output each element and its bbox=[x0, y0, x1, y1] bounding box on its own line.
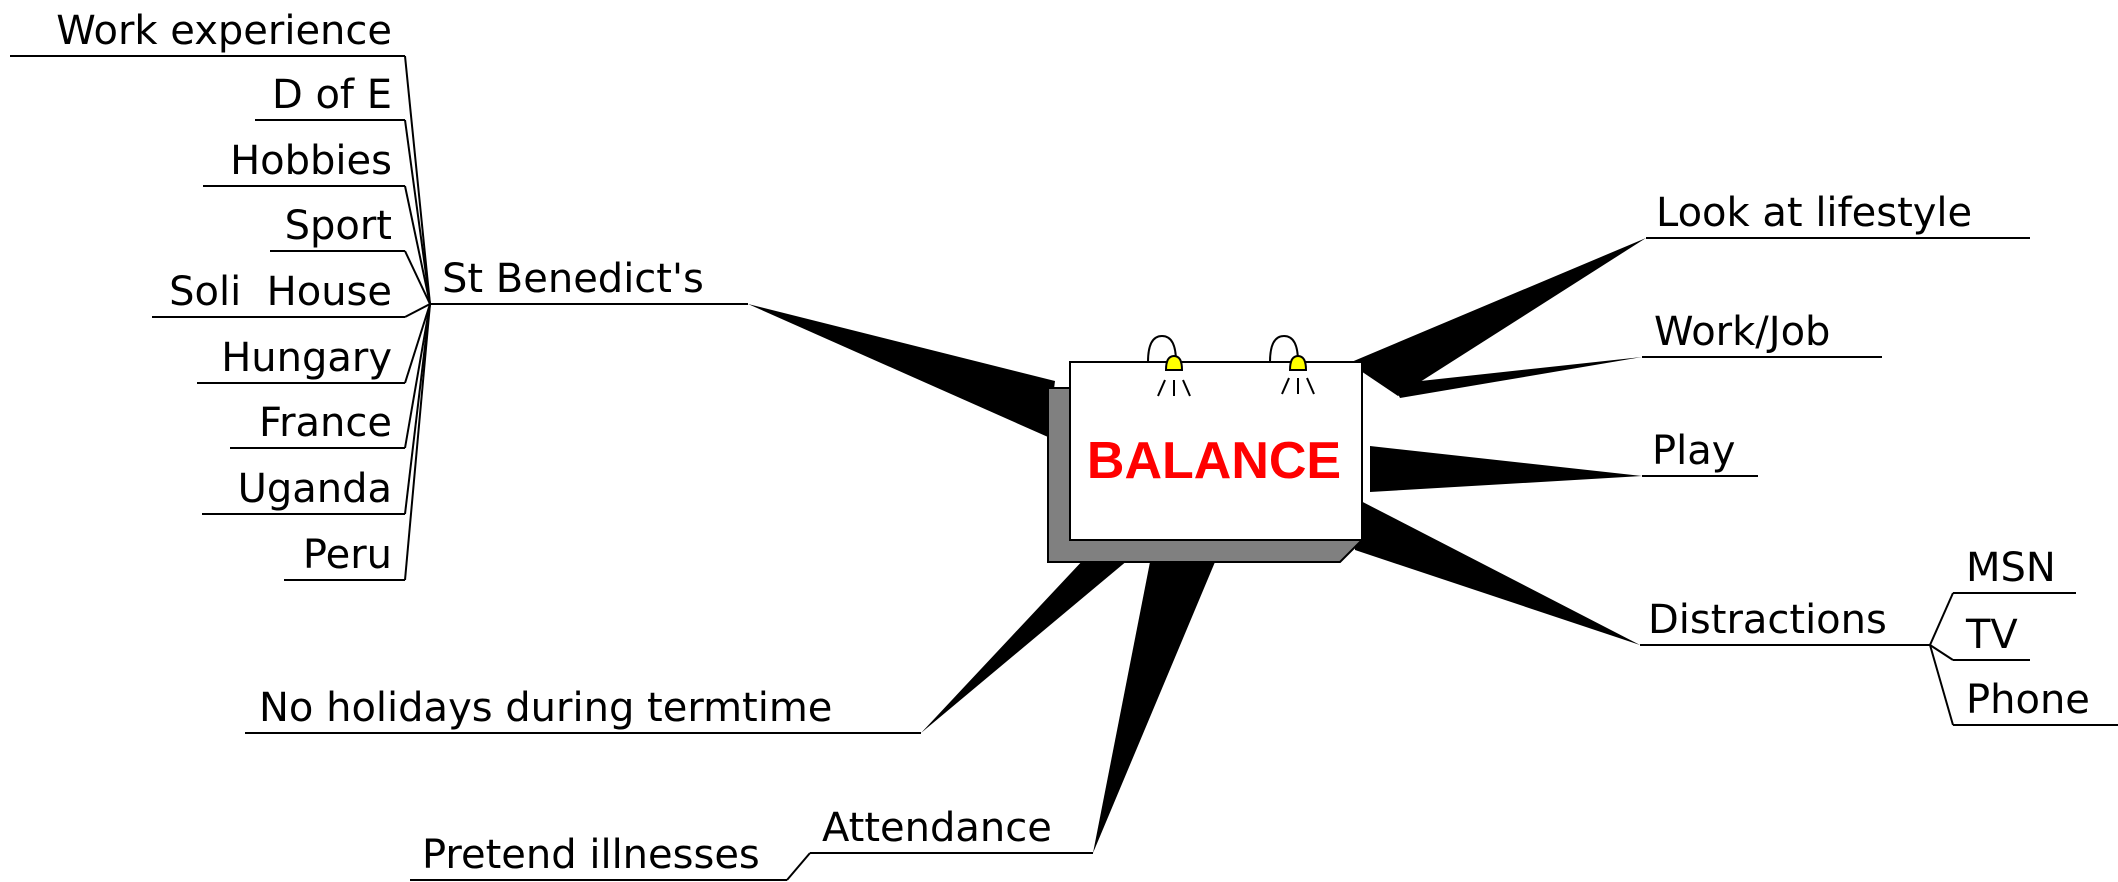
child-phone: Phone bbox=[1966, 677, 2090, 723]
branch-attendance: Attendance bbox=[822, 805, 1052, 851]
child-france: France bbox=[259, 400, 392, 446]
branch-play: Play bbox=[1652, 428, 1735, 474]
branch-st-benedicts: St Benedict's bbox=[442, 256, 704, 302]
lamp-icon bbox=[1147, 334, 1191, 397]
child-hungary: Hungary bbox=[221, 335, 392, 381]
child-msn: MSN bbox=[1966, 545, 2056, 591]
child-peru: Peru bbox=[303, 532, 392, 578]
child-d-of-e: D of E bbox=[272, 72, 392, 118]
child-hobbies: Hobbies bbox=[230, 138, 392, 184]
center-node: BALANCE bbox=[1047, 334, 1365, 563]
child-sport: Sport bbox=[285, 203, 392, 249]
branch-distractions: Distractions bbox=[1648, 597, 1887, 643]
branch-holidays: No holidays during termtime bbox=[259, 685, 832, 731]
child-soli-house: Soli House bbox=[169, 269, 392, 315]
child-pretend-illnesses: Pretend illnesses bbox=[422, 832, 760, 878]
lamp-icon bbox=[1269, 334, 1315, 395]
branch-wedges bbox=[748, 238, 1646, 853]
center-label: BALANCE bbox=[1087, 432, 1341, 490]
connector-lines bbox=[10, 55, 2118, 881]
branch-lifestyle: Look at lifestyle bbox=[1656, 190, 1972, 236]
child-tv: TV bbox=[1965, 612, 2018, 658]
child-uganda: Uganda bbox=[238, 466, 392, 512]
child-work-experience: Work experience bbox=[56, 8, 392, 54]
branch-work: Work/Job bbox=[1654, 309, 1830, 355]
